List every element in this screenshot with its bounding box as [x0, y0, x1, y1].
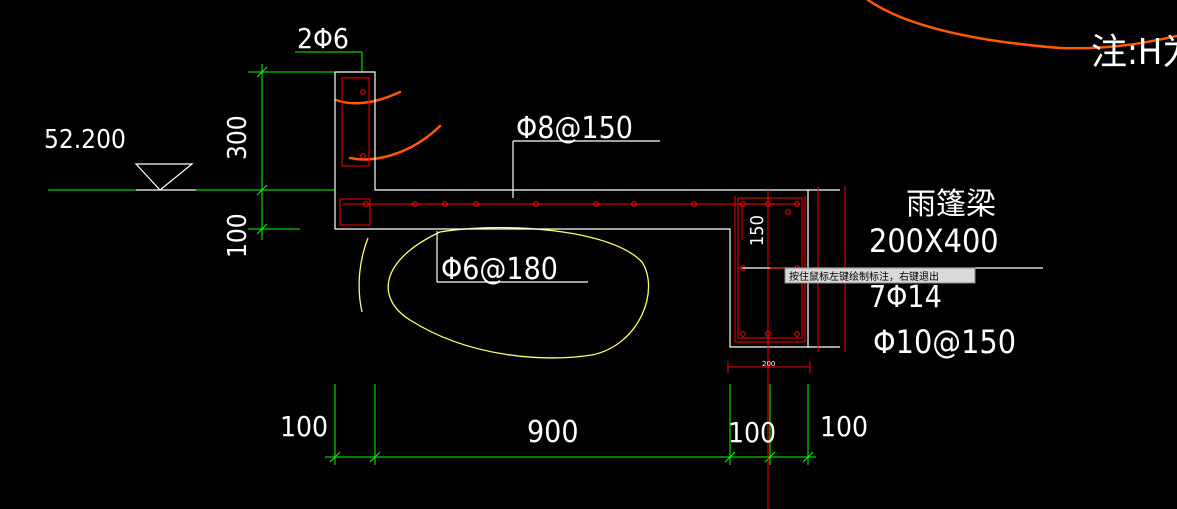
dim-horizontal-900: 900: [527, 415, 579, 450]
beam-width-small-label: 200: [762, 360, 775, 368]
rebar-dots: [360, 89, 800, 337]
beam-long-rebar-label: 7Φ14: [869, 280, 942, 315]
yellow-hook: [358, 237, 369, 313]
beam-size-label: 200X400: [869, 222, 999, 260]
top-rebar-label: 2Φ6: [297, 22, 349, 55]
orange-stroke-lower: [348, 124, 442, 161]
slab-bottom-rebar-label: Φ6@180: [441, 252, 558, 287]
orange-markup-strokes: [334, 0, 1177, 161]
dim-vertical-300: 300: [223, 115, 253, 160]
beam-stirrup-label: Φ10@150: [873, 323, 1016, 361]
beam-inner-dim-label: 150: [747, 215, 768, 246]
dimension-lines: [48, 51, 816, 465]
drawing-tooltip: 按住鼠标左键绘制标注，右键退出: [784, 267, 976, 284]
orange-stroke-upper: [334, 90, 402, 105]
yellow-revision-cloud: [358, 226, 650, 359]
slab-top-rebar-label: Φ8@150: [516, 111, 633, 146]
dim-vertical-100: 100: [223, 213, 253, 258]
yellow-loop: [387, 226, 650, 359]
beam-name-label: 雨篷梁: [906, 187, 996, 222]
dim-horizontal-100-right: 100: [820, 410, 868, 443]
orange-arc-top-right: [866, 0, 1177, 50]
dim-horizontal-100-left: 100: [280, 410, 328, 443]
note-label-partial: 注:H为: [1091, 32, 1177, 73]
elevation-label: 52.200: [44, 125, 126, 155]
tooltip-text: 按住鼠标左键绘制标注，右键退出: [789, 270, 939, 283]
dim-horizontal-100-mid: 100: [728, 416, 776, 449]
